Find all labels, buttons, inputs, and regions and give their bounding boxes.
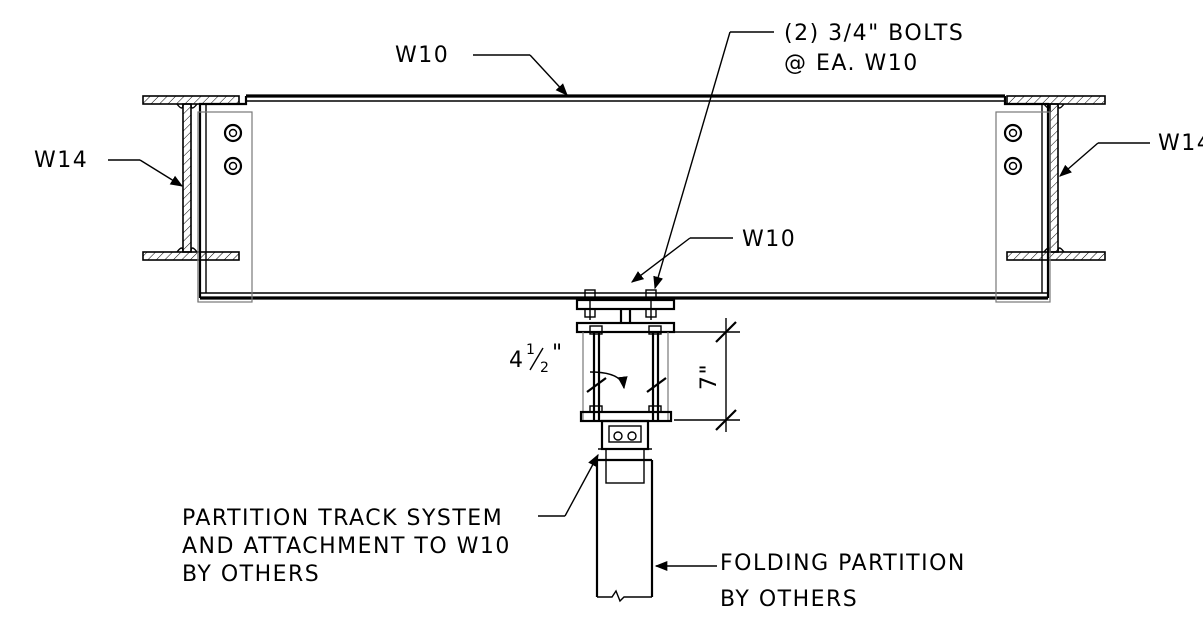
w14-column-left [142, 95, 240, 261]
leader-w14-right-arrow [1059, 142, 1099, 177]
label-w10-hanger: W10 [742, 227, 796, 252]
label-dim-width-num: 1 [526, 342, 536, 358]
dimension-height [674, 318, 740, 432]
label-partition-line2: BY OTHERS [720, 587, 858, 612]
label-dim-width: 4 1 2 " [509, 341, 564, 376]
label-track-line2: AND ATTACHMENT TO W10 [182, 534, 511, 559]
label-partition-line1: FOLDING PARTITION [720, 551, 966, 576]
label-dim-width-inch: " [552, 341, 564, 366]
label-w14-right: W14 [1158, 131, 1203, 156]
label-dim-width-whole: 4 [509, 348, 525, 373]
w14-column-right [1006, 95, 1106, 261]
leader-w10-top-arrow [529, 54, 568, 96]
label-bolts-line1: (2) 3/4" BOLTS [784, 21, 964, 46]
partition-track [598, 419, 652, 484]
label-track-line3: BY OTHERS [182, 562, 320, 587]
label-bolts-line2: @ EA. W10 [784, 51, 919, 76]
clip-angle-right [995, 111, 1051, 303]
leader-w14-left-arrow [139, 159, 184, 187]
leader-dim-width [589, 371, 628, 390]
clip-angle-left [197, 111, 253, 303]
bolt-assembly-top [584, 289, 657, 320]
leader-bolts-arrow [653, 31, 731, 290]
leader-track-arrow [564, 453, 599, 517]
w10-hanger [575, 298, 676, 420]
bolts-left [223, 123, 243, 176]
leader-w10-hanger-arrow [630, 237, 691, 283]
label-w10-top: W10 [395, 43, 449, 68]
label-track-line1: PARTITION TRACK SYSTEM [182, 506, 503, 531]
w10-beam-main [198, 94, 1050, 300]
label-w14-left: W14 [34, 148, 88, 173]
label-dim-height: 7" [697, 363, 722, 390]
bolts-right [1003, 123, 1023, 176]
folding-partition [595, 458, 654, 603]
label-dim-width-den: 2 [540, 360, 550, 376]
